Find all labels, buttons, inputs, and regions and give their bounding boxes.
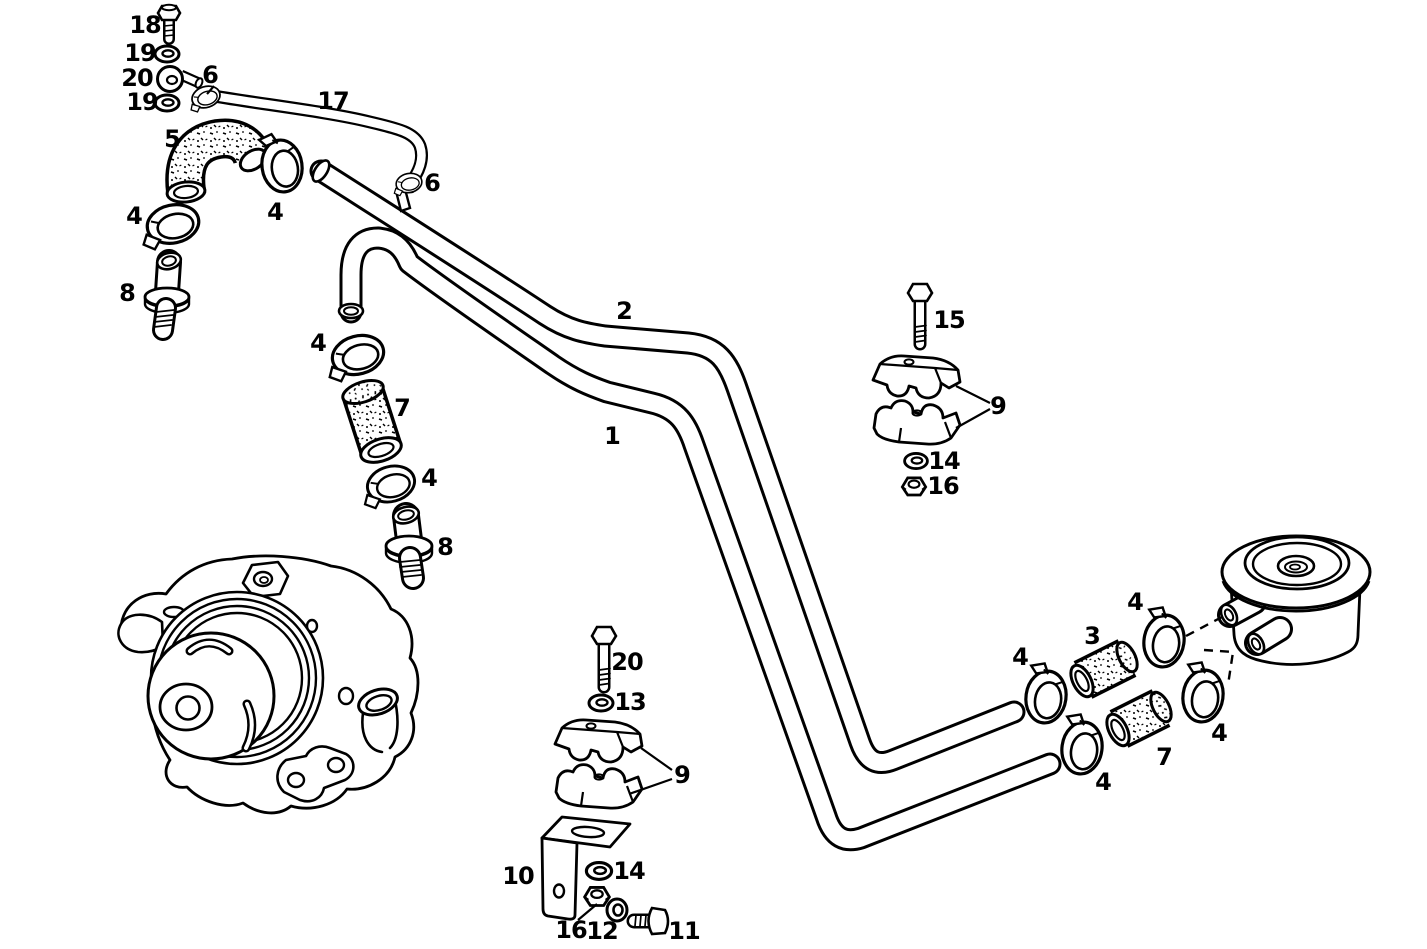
clamp-4-left [135, 198, 205, 254]
clamp-4-d [1177, 658, 1229, 727]
bolt-15 [906, 282, 934, 351]
fitting-8-mid [384, 502, 434, 590]
washer-14-right [903, 451, 929, 471]
pipe-1 [337, 226, 1062, 852]
washer-19-upper [153, 44, 181, 64]
banjo-fitting-20 [156, 65, 204, 93]
washer-13 [587, 693, 615, 713]
washer-19-lower [153, 93, 181, 113]
clamp-4-a [1020, 659, 1072, 728]
pipe-2 [309, 159, 1026, 775]
clamp-4-b [1138, 603, 1190, 672]
hose-3 [1069, 639, 1139, 699]
nut-16-right [900, 476, 928, 497]
bolt-18 [156, 3, 182, 45]
pipe-bracket-9-right [871, 354, 962, 446]
bracket-10 [540, 815, 632, 921]
nut-16-bottom [583, 886, 611, 907]
clamp-4-c [1056, 710, 1108, 779]
pipe-bracket-9-bottom [553, 718, 644, 810]
hose-7-left [341, 378, 403, 464]
water-pump-drawing [117, 554, 420, 815]
clamp-4-elbow [256, 128, 308, 197]
oil-cooler [1185, 534, 1372, 686]
washer-14-bottom [584, 861, 614, 881]
bolt-20-bottom [590, 625, 618, 694]
fitting-8-left [143, 249, 191, 341]
clamp-6-banjo [184, 81, 225, 115]
clamp-4-pipe1-top [319, 328, 391, 386]
hose-5-elbow [165, 118, 273, 204]
bolt-11 [626, 906, 670, 936]
hose-7-right [1105, 689, 1173, 748]
leader-lines [206, 85, 991, 921]
washer-12 [605, 897, 629, 923]
